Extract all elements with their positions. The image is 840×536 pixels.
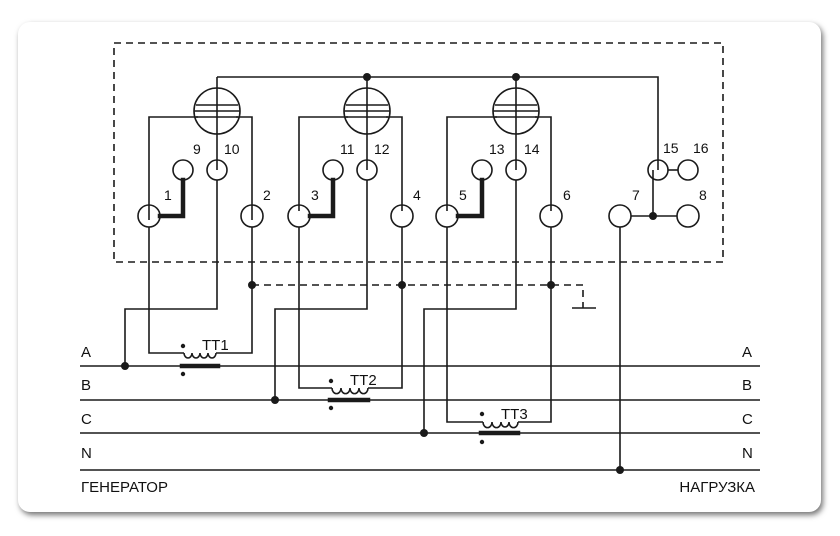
wire-t2-tt1 — [216, 227, 253, 354]
wire-t10-to-bus-a — [124, 180, 218, 366]
terminal-label-10: 10 — [224, 141, 240, 157]
junction-dot — [616, 466, 624, 474]
wire-t14-to-bus-c — [423, 180, 517, 433]
bus-label-b-right: B — [742, 377, 752, 394]
terminal-label-3: 3 — [311, 187, 319, 203]
ground-line — [252, 284, 584, 308]
link-bar-5-13 — [455, 177, 485, 219]
terminal-8 — [676, 204, 700, 228]
polarity-dot — [328, 378, 334, 384]
polarity-dot — [479, 411, 485, 417]
terminal-label-12: 12 — [374, 141, 390, 157]
polarity-dot — [479, 439, 485, 445]
meter-enclosure — [113, 42, 724, 263]
bus-label-c-left: C — [81, 411, 92, 428]
tt3-coil — [482, 421, 519, 429]
polarity-dot — [180, 371, 186, 377]
terminal-label-14: 14 — [524, 141, 540, 157]
tt2-label: ТТ2 — [350, 372, 377, 389]
wire-t3-tt2 — [298, 227, 332, 389]
tt3-label: ТТ3 — [501, 406, 528, 423]
bus-label-a-right: A — [742, 344, 752, 361]
terminal-7 — [608, 204, 632, 228]
tt1-label: ТТ1 — [202, 337, 229, 354]
junction-dot — [363, 73, 371, 81]
terminal-label-16: 16 — [693, 140, 709, 156]
wire-t5-tt3 — [446, 227, 483, 423]
terminal-label-7: 7 — [632, 187, 640, 203]
wire-t6-tt3 — [518, 227, 552, 423]
bus-label-n-right: N — [742, 445, 753, 462]
junction-dot — [512, 73, 520, 81]
junction-dot — [248, 281, 256, 289]
wire-t1-tt1 — [148, 227, 184, 354]
bus-label-n-left: N — [81, 445, 92, 462]
wire-t4-tt2 — [368, 227, 403, 389]
wire-t12-to-bus-b — [274, 180, 368, 400]
measuring-element-3 — [446, 87, 552, 211]
terminal-label-13: 13 — [489, 141, 505, 157]
terminal-9 — [172, 159, 194, 181]
junction-dot — [420, 429, 428, 437]
bus-label-b-left: B — [81, 377, 91, 394]
junction-dot — [547, 281, 555, 289]
generator-label: ГЕНЕРАТОР — [81, 479, 168, 496]
junction-dot — [649, 212, 657, 220]
terminal-label-5: 5 — [459, 187, 467, 203]
terminal-11 — [322, 159, 344, 181]
junction-dot — [121, 362, 129, 370]
polarity-dot — [180, 343, 186, 349]
terminal-16 — [677, 159, 699, 181]
terminal-label-1: 1 — [164, 187, 172, 203]
measuring-element-1 — [148, 87, 253, 220]
voltage-common-bus — [217, 76, 659, 170]
terminal-label-6: 6 — [563, 187, 571, 203]
link-bar-3-11 — [307, 177, 336, 219]
bus-label-c-right: C — [742, 411, 753, 428]
polarity-dot — [328, 405, 334, 411]
terminal-label-9: 9 — [193, 141, 201, 157]
tt2-coil — [331, 387, 369, 395]
terminal-label-8: 8 — [699, 187, 707, 203]
terminal-label-15: 15 — [663, 140, 679, 156]
bus-label-a-left: A — [81, 344, 91, 361]
link-bar-1-9 — [157, 177, 186, 219]
load-label: НАГРУЗКА — [679, 479, 755, 496]
junction-dot — [271, 396, 279, 404]
diagram-frame — [18, 22, 821, 512]
terminal-13 — [471, 159, 493, 181]
junction-dot — [398, 281, 406, 289]
tt1-coil — [183, 352, 217, 359]
terminal-label-11: 11 — [340, 141, 355, 157]
measuring-element-2 — [298, 87, 403, 211]
terminal-label-2: 2 — [263, 187, 271, 203]
terminal-label-4: 4 — [413, 187, 421, 203]
